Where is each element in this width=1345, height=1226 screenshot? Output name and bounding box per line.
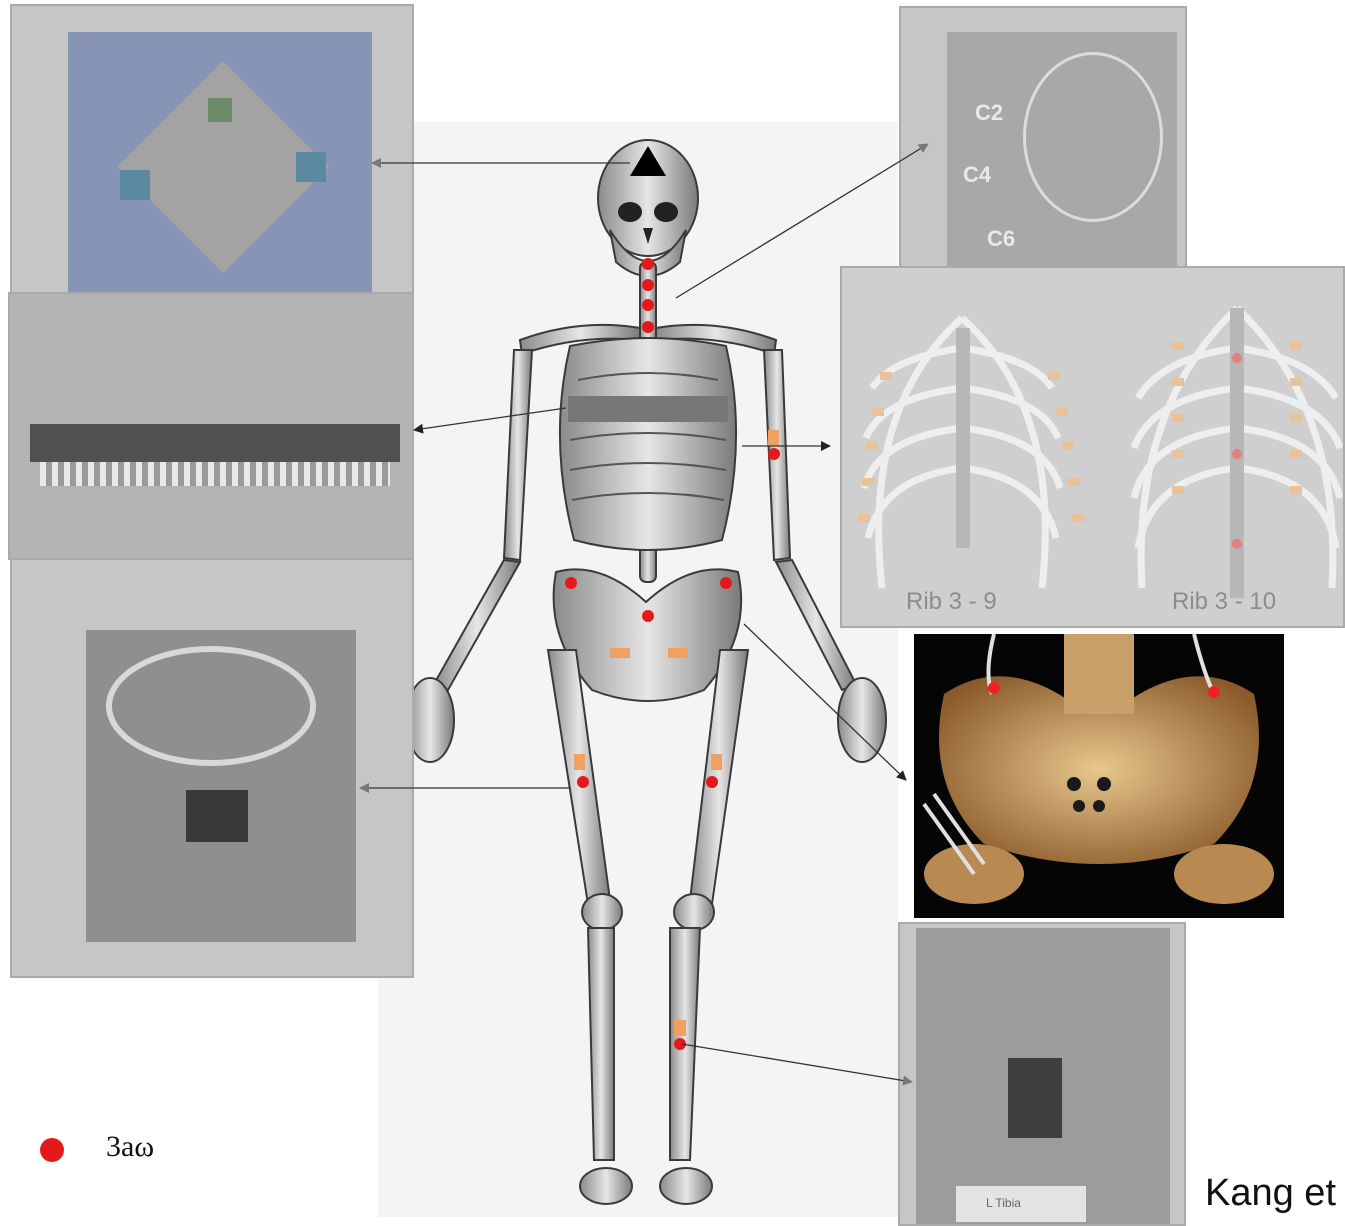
credit-text: Kang et al.	[1205, 1172, 1345, 1215]
arrow-tibia-to-photo	[682, 1044, 912, 1082]
arrow-neck-to-xray	[676, 144, 928, 298]
arrow-chest-to-strap	[414, 408, 566, 430]
arrow-pelvis-to-ct	[744, 624, 906, 780]
legend-label: 3aω	[106, 1130, 154, 1164]
legend-red-dot-icon	[40, 1138, 64, 1162]
